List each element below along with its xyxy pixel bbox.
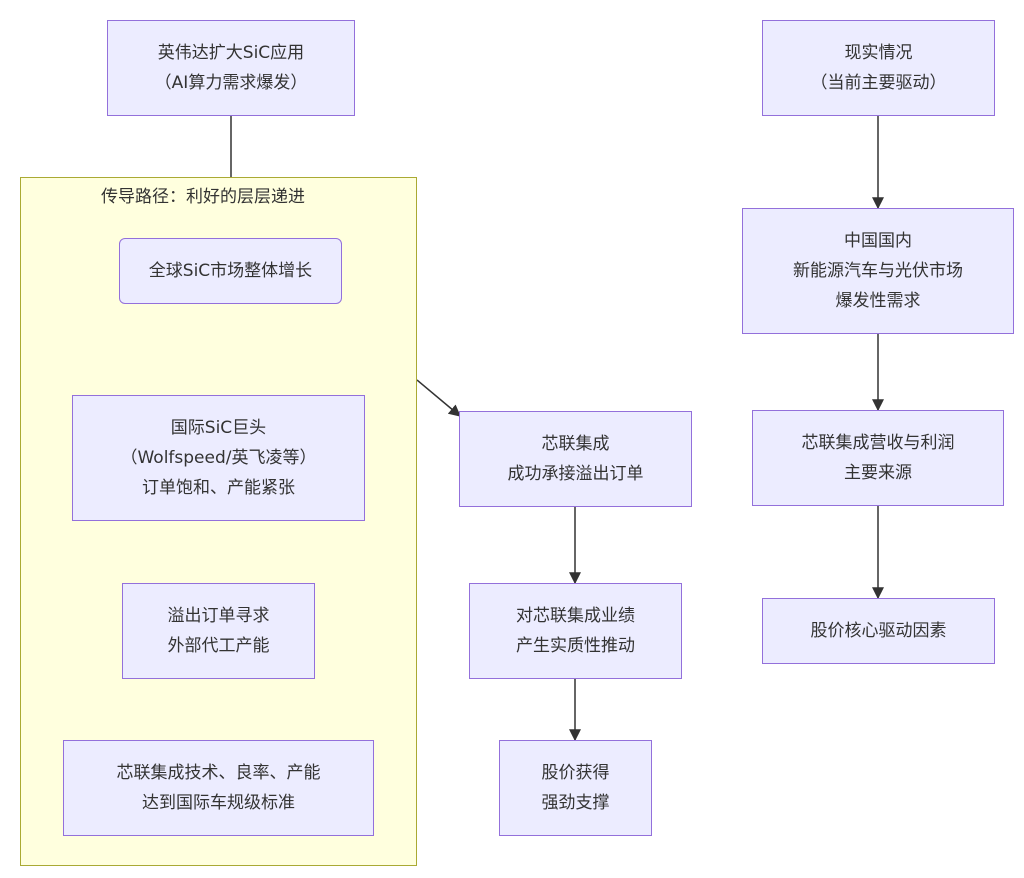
node-label-line: 成功承接溢出订单 — [507, 464, 644, 484]
node-label-line: 全球SiC市场整体增长 — [148, 261, 313, 281]
node-label-line: 外部代工产能 — [167, 636, 270, 656]
node-domestic-demand: 中国国内新能源汽车与光伏市场爆发性需求 — [742, 208, 1014, 334]
node-label-line: 达到国际车规级标准 — [142, 793, 295, 813]
node-nvidia: 英伟达扩大SiC应用 （AI算力需求爆发） — [107, 20, 355, 116]
node-label-line: （当前主要驱动） — [810, 73, 947, 93]
node-label-line: 订单饱和、产能紧张 — [142, 478, 295, 498]
node-label-line: 中国国内 — [844, 231, 912, 251]
node-international-giants: 国际SiC巨头 （Wolfspeed/英飞凌等） 订单饱和、产能紧张 — [72, 395, 365, 521]
node-label-line: 爆发性需求 — [835, 291, 921, 311]
node-label-line: 产生实质性推动 — [516, 636, 635, 656]
node-reality: 现实情况 （当前主要驱动） — [762, 20, 995, 116]
node-performance-impact: 对芯联集成业绩产生实质性推动 — [469, 583, 682, 679]
node-label-line: 主要来源 — [844, 463, 912, 483]
node-undertake-orders: 芯联集成成功承接溢出订单 — [459, 411, 692, 507]
cluster-title: 传导路径：利好的层层递进 — [101, 187, 305, 207]
node-global-sic-growth: 全球SiC市场整体增长 — [119, 238, 342, 304]
node-label-line: 芯联集成技术、良率、产能 — [116, 763, 321, 783]
node-revenue-source: 芯联集成营收与利润主要来源 — [752, 410, 1004, 506]
node-label-line: 强劲支撑 — [541, 793, 610, 813]
node-label-line: 股价获得 — [541, 763, 610, 783]
node-label-line: （Wolfspeed/英飞凌等） — [120, 448, 317, 468]
node-label-line: 对芯联集成业绩 — [516, 606, 635, 626]
node-label-line: 股价核心驱动因素 — [810, 621, 947, 641]
node-overflow-orders: 溢出订单寻求外部代工产能 — [122, 583, 315, 679]
node-stock-support: 股价获得强劲支撑 — [499, 740, 652, 836]
node-label-line: 英伟达扩大SiC应用 — [157, 43, 305, 63]
node-label-line: （AI算力需求爆发） — [154, 73, 308, 93]
node-label-line: 新能源汽车与光伏市场 — [793, 261, 963, 281]
node-label-line: 芯联集成 — [541, 434, 610, 454]
node-label-line: 芯联集成营收与利润 — [801, 433, 955, 453]
node-label-line: 国际SiC巨头 — [170, 418, 267, 438]
node-intl-standard: 芯联集成技术、良率、产能达到国际车规级标准 — [63, 740, 374, 836]
node-core-driver: 股价核心驱动因素 — [762, 598, 995, 664]
edge-cluster-to-undertake — [416, 379, 461, 417]
node-label-line: 溢出订单寻求 — [167, 606, 270, 626]
node-label-line: 现实情况 — [844, 43, 913, 63]
